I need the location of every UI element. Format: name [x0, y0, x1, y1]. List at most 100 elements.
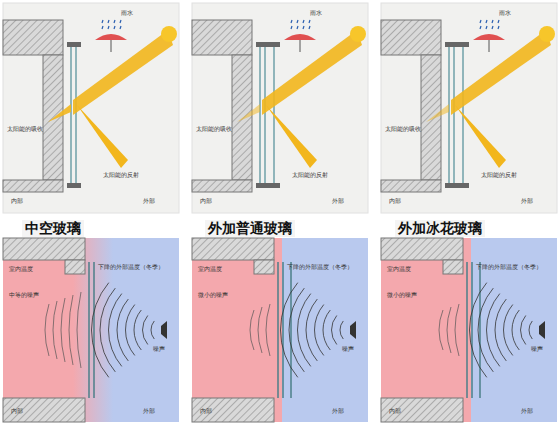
wall	[3, 20, 63, 55]
glass	[264, 45, 266, 185]
part-label: 太阳能的吸收	[385, 126, 421, 133]
glass	[471, 262, 473, 398]
panel-bg	[3, 3, 179, 213]
sun-beam	[451, 30, 551, 115]
speaker	[539, 321, 545, 339]
rain	[120, 26, 121, 29]
sound-wave	[469, 283, 486, 378]
part-label: 外部	[521, 408, 533, 415]
glass	[88, 262, 90, 398]
sound-wave	[323, 310, 330, 350]
wall	[3, 398, 85, 422]
glass	[70, 45, 72, 185]
sound-wave-inside	[77, 292, 81, 368]
part-label: 太阳能的反射	[481, 172, 517, 179]
glass	[93, 262, 95, 398]
part-label: 内部	[11, 408, 23, 415]
wall	[443, 260, 463, 274]
part-label: 雨水	[499, 10, 511, 17]
rain	[297, 26, 298, 29]
sound-wave	[109, 294, 122, 367]
sound-wave	[340, 321, 343, 339]
sound-wave	[298, 294, 311, 367]
rain	[480, 26, 481, 29]
panel-heading: 外加冰花玻璃	[395, 220, 485, 237]
reflection-beam	[77, 105, 128, 168]
rain	[291, 26, 292, 29]
reflection-beam	[455, 105, 506, 168]
rain	[291, 20, 292, 23]
part-label: 室内温度	[387, 266, 411, 273]
umbrella	[111, 40, 112, 52]
glass	[259, 45, 261, 185]
part-label: 雨水	[121, 10, 133, 17]
part-label: 外部	[143, 408, 155, 415]
sun	[539, 26, 555, 42]
wall	[254, 260, 274, 274]
rain	[486, 26, 487, 29]
sound-wave	[487, 294, 500, 367]
sound-wave-inside	[53, 301, 57, 359]
rain	[102, 26, 103, 29]
sound-wave	[125, 305, 134, 356]
wall	[381, 238, 463, 260]
part-label: 内部	[11, 198, 23, 205]
rain	[492, 20, 493, 23]
sound-wave	[529, 321, 532, 339]
wall	[3, 180, 63, 192]
wall	[43, 55, 63, 180]
part-label: 噪声	[153, 346, 165, 353]
sound-wave	[134, 310, 141, 350]
sound-wave	[332, 316, 337, 345]
part-label: 外部	[332, 198, 344, 205]
sound-wave	[280, 283, 297, 378]
sound-wave	[495, 299, 506, 361]
wall	[192, 20, 252, 55]
part-label: 太阳能的反射	[292, 172, 328, 179]
sound-wave	[151, 321, 154, 339]
cold-zone	[282, 238, 368, 422]
part-label: 室内温度	[9, 266, 33, 273]
rain	[309, 26, 310, 29]
panel-bg	[381, 3, 557, 213]
part-label: 噪声	[531, 346, 543, 353]
sun	[161, 26, 177, 42]
glass	[466, 262, 468, 398]
umbrella	[284, 34, 316, 40]
part-label: 噪声	[342, 346, 354, 353]
wall	[192, 180, 252, 192]
part-label: 下降的外部温度（冬季）	[476, 264, 542, 271]
part-label: 内部	[200, 198, 212, 205]
part-label: 中等的噪声	[9, 292, 39, 299]
wall	[421, 55, 441, 180]
part-label: 外部	[143, 198, 155, 205]
part-label: 下降的外部温度（冬季）	[98, 264, 164, 271]
wall	[192, 238, 274, 260]
frame	[256, 42, 280, 47]
frame	[67, 183, 81, 188]
sound-wave-inside	[250, 310, 254, 350]
part-label: 外部	[521, 198, 533, 205]
frame	[67, 42, 81, 47]
absorption-beam	[426, 104, 449, 122]
part-label: 太阳能的反射	[103, 172, 139, 179]
part-label: 微小的噪声	[198, 292, 228, 299]
wall	[381, 180, 441, 192]
absorption-beam	[48, 104, 71, 122]
sun-beam	[73, 30, 173, 115]
rain	[498, 20, 499, 23]
sound-wave-inside	[45, 304, 49, 356]
glass	[479, 262, 481, 398]
sound-wave	[504, 305, 513, 356]
wall	[3, 238, 85, 260]
glass	[290, 262, 292, 398]
part-label: 内部	[389, 198, 401, 205]
rain	[303, 20, 304, 23]
rain	[498, 26, 499, 29]
sound-wave	[315, 305, 324, 356]
sound-wave	[117, 299, 128, 361]
glass	[75, 45, 77, 185]
panel-heading: 中空玻璃	[22, 220, 84, 237]
frame	[445, 183, 469, 188]
